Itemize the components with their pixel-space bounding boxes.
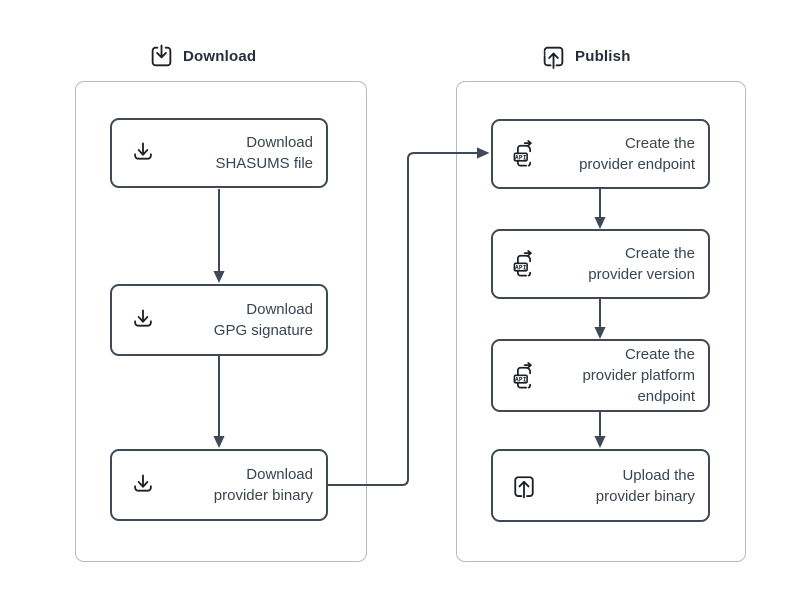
download-tray-icon (129, 470, 157, 500)
publish-section-label: Publish (575, 47, 631, 65)
node-label: Download SHASUMS file (215, 134, 313, 172)
download-section-header: Download (148, 42, 256, 70)
node-label: Create the provider platform endpoint (582, 346, 695, 405)
node-label: Download provider binary (213, 466, 313, 504)
download-tray-icon (129, 138, 157, 168)
node-download-binary: Download provider binary (110, 449, 328, 521)
node-label: Create the provider endpoint (579, 135, 695, 173)
download-section-label: Download (183, 47, 257, 65)
download-box-icon (148, 43, 175, 70)
publish-box-icon (540, 43, 567, 70)
upload-icon (510, 471, 538, 501)
api-doc-icon: API (510, 249, 538, 279)
node-create-version: API Create the provider version (491, 229, 710, 299)
node-download-gpg: Download GPG signature (110, 284, 328, 356)
api-doc-icon: API (510, 361, 538, 391)
download-tray-icon (129, 305, 157, 335)
node-label: Upload the provider binary (595, 466, 695, 505)
node-upload-binary: Upload the provider binary (491, 449, 710, 522)
api-doc-icon: API (510, 139, 538, 169)
node-create-endpoint: API Create the provider endpoint (491, 119, 710, 189)
node-create-platform-endpoint: API Create the provider platform endpoin… (491, 339, 710, 412)
node-label: Create the provider version (588, 245, 695, 283)
node-download-shasums: Download SHASUMS file (110, 118, 328, 188)
svg-text:API: API (515, 264, 527, 272)
publish-section-header: Publish (540, 42, 631, 70)
svg-text:API: API (515, 154, 527, 162)
svg-text:API: API (515, 375, 527, 383)
node-label: Download GPG signature (213, 301, 313, 339)
